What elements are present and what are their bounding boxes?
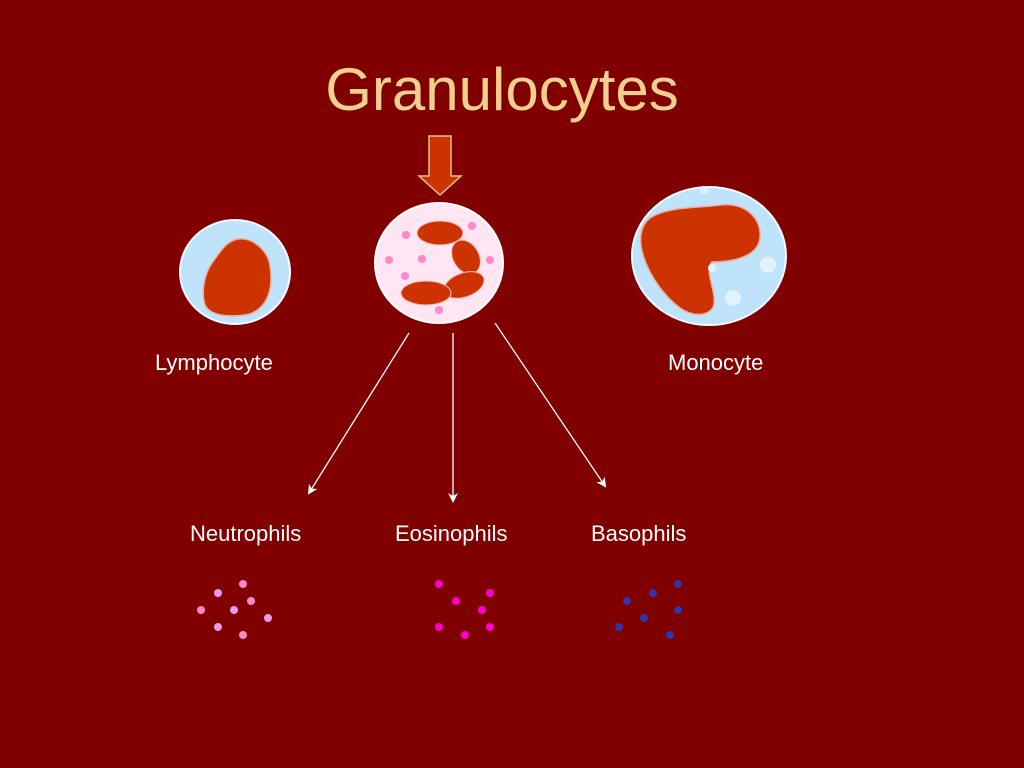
basophils-label: Basophils — [591, 521, 687, 546]
monocyte-nucleus — [639, 203, 761, 316]
granulocyte-cell-icon — [374, 202, 504, 324]
monocyte-vacuoles — [700, 186, 776, 306]
eosinophils-label: Eosinophils — [395, 521, 508, 546]
monocyte-cell-icon — [631, 186, 787, 326]
eosinophil-granules-icon — [435, 580, 494, 639]
basophil-granules-icon — [615, 580, 682, 639]
connector-line-basophils — [494, 322, 607, 488]
monocyte-label: Monocyte — [668, 350, 764, 375]
neutrophils-label: Neutrophils — [190, 521, 302, 546]
neutrophil-granules-icon — [197, 580, 272, 639]
slide-title: Granulocytes — [325, 56, 679, 123]
lymphocyte-nucleus — [202, 238, 272, 317]
lymphocyte-cell-icon — [179, 219, 291, 325]
granulocyte-nucleus-lobes — [400, 220, 485, 306]
connector-line-neutrophils — [307, 332, 410, 495]
down-arrow-icon — [417, 135, 463, 197]
lymphocyte-label: Lymphocyte — [155, 350, 273, 375]
granulocyte-granules — [385, 222, 494, 314]
